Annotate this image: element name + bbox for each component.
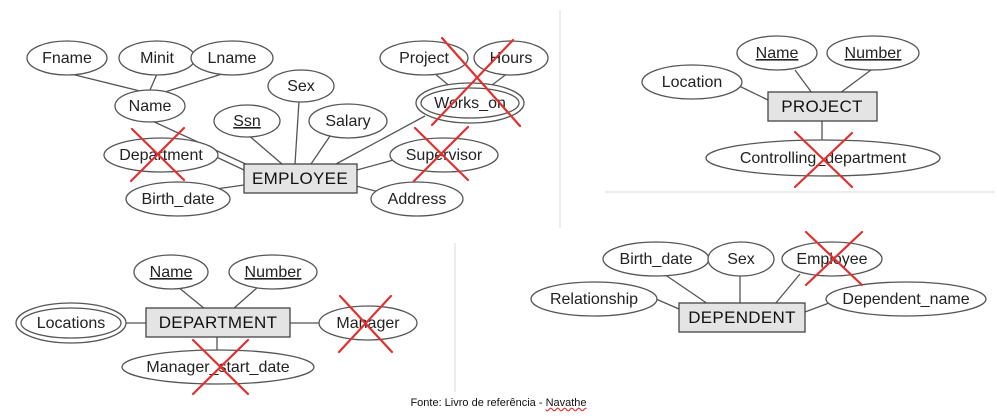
source-caption: Fonte: Livro de referência - Navathe xyxy=(0,397,997,409)
attr-number xyxy=(228,254,318,290)
attr-name xyxy=(133,254,209,290)
label-sex: Sex xyxy=(287,78,315,95)
cross-mark xyxy=(430,36,522,128)
attr-sex xyxy=(267,69,335,103)
label-relationship: Relationship xyxy=(550,291,638,308)
caption-author: Navathe xyxy=(545,397,587,409)
attr-project xyxy=(379,40,469,76)
label-ssn: Ssn xyxy=(233,113,261,130)
label-sex: Sex xyxy=(727,251,755,268)
cross-mark xyxy=(191,338,250,396)
label-fname: Fname xyxy=(42,50,92,67)
attr-name xyxy=(736,35,818,71)
employee-group: Fname Minit Lname Name Sex Ssn Salary Pr… xyxy=(26,36,549,217)
attr-name xyxy=(114,89,186,123)
entity-department-label: DEPARTMENT xyxy=(159,313,278,332)
label-dependent-name: Dependent_name xyxy=(842,291,969,308)
label-project: Project xyxy=(399,50,449,67)
dependent-group: Birth_date Sex Employee Relationship Dep… xyxy=(530,230,987,333)
attr-dependent-name xyxy=(825,281,987,317)
attr-number xyxy=(826,35,920,71)
entity-project-label: PROJECT xyxy=(781,97,862,116)
attr-manager-start-date xyxy=(121,349,315,385)
entity-employee xyxy=(243,163,358,194)
attr-relationship xyxy=(530,281,658,317)
label-birth-date: Birth_date xyxy=(142,191,215,208)
entity-project xyxy=(767,91,878,122)
cross-mark xyxy=(337,294,394,354)
label-location: Location xyxy=(662,74,723,91)
attr-address xyxy=(370,181,464,217)
cross-mark xyxy=(412,125,470,183)
entity-dependent-label: DEPENDENT xyxy=(688,308,796,327)
label-lname: Lname xyxy=(208,50,257,67)
attr-lname xyxy=(190,40,274,76)
er-diagram: Fname Minit Lname Name Sex Ssn Salary Pr… xyxy=(15,10,995,396)
attr-sex xyxy=(707,241,775,277)
attr-manager xyxy=(318,305,418,341)
attr-birth-date xyxy=(125,181,231,217)
label-department: Department xyxy=(119,147,203,164)
attr-locations-inner xyxy=(20,307,122,339)
entity-dependent xyxy=(678,302,806,333)
cross-mark xyxy=(804,230,864,287)
entity-department xyxy=(145,307,291,338)
caption-prefix: Fonte: Livro de referência - xyxy=(410,397,546,409)
label-salary: Salary xyxy=(325,113,370,130)
entity-employee-label: EMPLOYEE xyxy=(252,169,348,188)
label-name: Name xyxy=(129,98,172,115)
label-manager: Manager xyxy=(336,315,400,332)
label-name: Name xyxy=(150,264,193,281)
label-minit: Minit xyxy=(140,50,174,67)
department-group: Name Number Locations Manager Manager_st… xyxy=(15,254,418,396)
label-manager-start-date: Manager_start_date xyxy=(146,359,289,376)
label-number: Number xyxy=(245,264,303,281)
attr-salary xyxy=(308,103,388,139)
label-name: Name xyxy=(756,45,799,62)
attr-department xyxy=(103,137,219,173)
label-locations: Locations xyxy=(37,315,106,332)
label-works-on: Works_on xyxy=(434,95,506,112)
attr-ssn xyxy=(213,104,281,138)
project-group: Name Number Location Controlling_departm… xyxy=(641,35,941,189)
cross-mark xyxy=(129,126,186,183)
label-address: Address xyxy=(388,191,447,208)
label-birth-date: Birth_date xyxy=(620,251,693,268)
attr-location xyxy=(641,64,743,100)
cross-mark xyxy=(793,130,854,189)
attr-fname xyxy=(26,40,108,76)
label-number: Number xyxy=(845,45,903,62)
